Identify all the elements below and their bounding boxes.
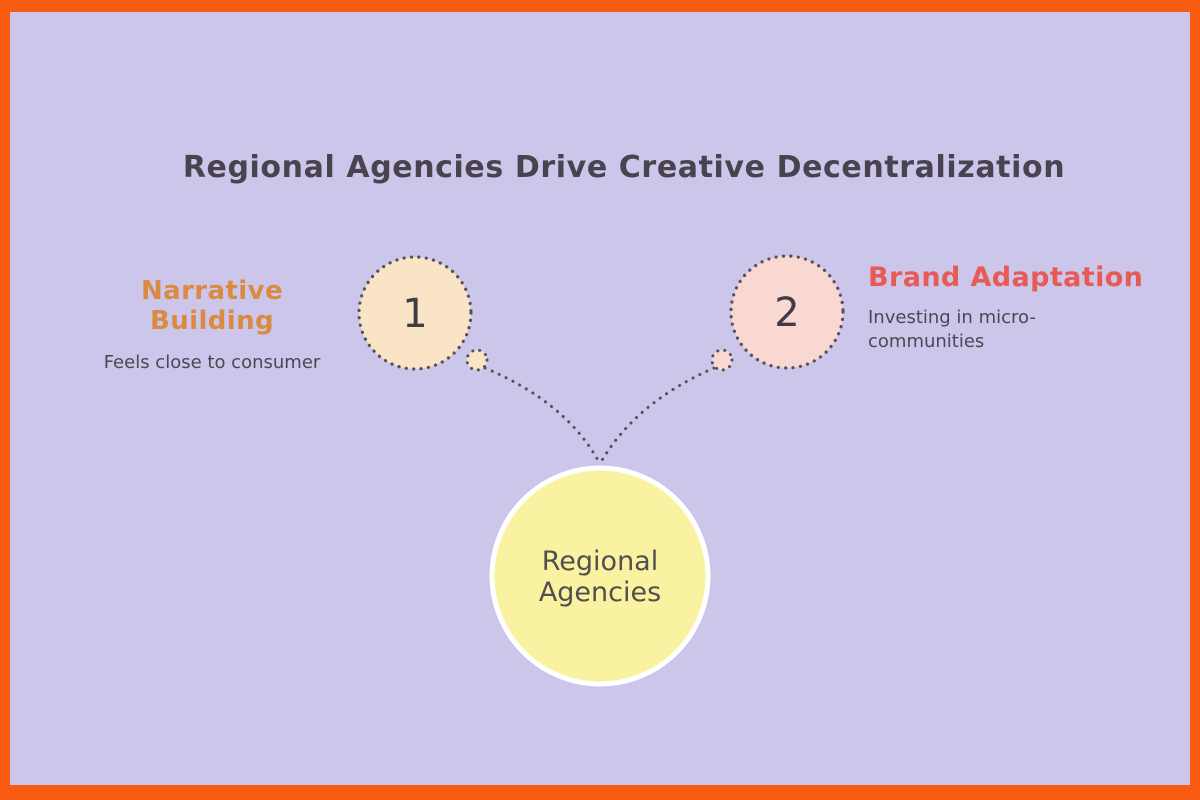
page-title: Regional Agencies Drive Creative Decentr… xyxy=(182,150,1066,185)
step-1-number: 1 xyxy=(402,291,428,337)
connector-right xyxy=(599,366,716,464)
connector-left xyxy=(483,366,601,464)
step-circle-1 xyxy=(357,255,473,371)
step-circle-2 xyxy=(729,254,845,370)
satellite-dot-right xyxy=(710,348,734,372)
step-2-description: Investing in micro-communities xyxy=(868,307,1036,352)
hub-circle xyxy=(489,465,711,687)
step-1-description: Feels close to consumer xyxy=(103,352,321,373)
step-1-heading: Narrative Building xyxy=(140,276,284,336)
step-2-label-block: Brand Adaptation Investing in micro-comm… xyxy=(868,262,1148,354)
step-1-label-block: Narrative Building Feels close to consum… xyxy=(80,276,344,375)
satellite-dot-left xyxy=(465,348,489,372)
hub-label: Regional Agencies xyxy=(538,546,662,608)
step-2-heading: Brand Adaptation xyxy=(868,262,1144,293)
step-2-number: 2 xyxy=(774,290,800,336)
